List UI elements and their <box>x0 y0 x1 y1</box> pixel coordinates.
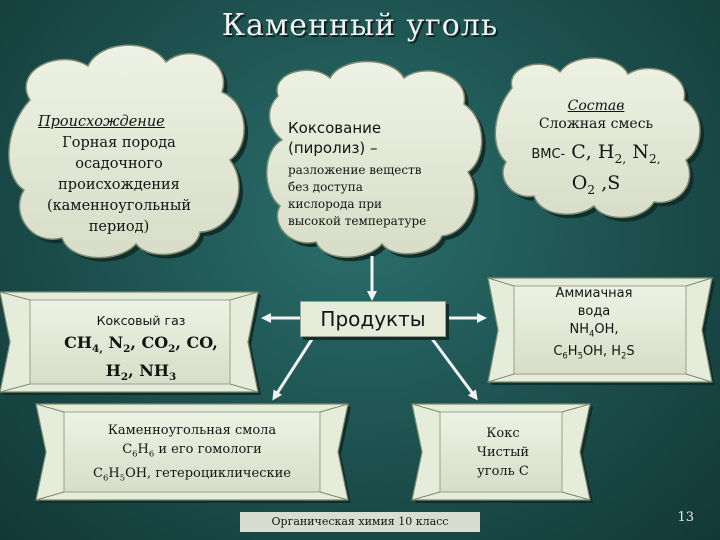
tar-l3a-sub: 6 <box>102 472 109 483</box>
water-f2-rest-sub: 2 <box>621 350 627 361</box>
water-f2b: H <box>567 343 578 359</box>
water-line-1: Аммиачная <box>555 286 633 301</box>
tar-l2a: C <box>122 442 133 457</box>
tar-l2b: H <box>137 442 149 457</box>
coke-gas-scroll <box>0 291 261 395</box>
products-label: Продукты <box>300 301 446 337</box>
water-formula-1: NH4OH, <box>522 321 666 343</box>
formula-main-sub: 2, <box>614 151 627 166</box>
coking-cloud <box>266 60 486 262</box>
gas-f1: CH <box>64 333 93 352</box>
tar-line-2: C6H6 и его гомологи <box>70 440 314 464</box>
slide-title: Каменный уголь <box>221 8 499 43</box>
composition-text: Состав Сложная смесь ВМС- С, Н2, N2, О2 … <box>508 98 684 202</box>
formula-o: О <box>571 171 588 194</box>
gas-f3-sub: 2 <box>168 343 176 356</box>
coking-line-2: (пиролиз) – <box>288 139 378 157</box>
arrow-to-coke <box>428 335 478 401</box>
water-f1-sub: 4 <box>588 328 595 339</box>
water-f2-sub: 6 <box>562 350 568 361</box>
coking-text: Коксование (пиролиз) – разложение вещест… <box>288 118 468 230</box>
tar-l3b: H <box>108 465 120 481</box>
tar-l3b-sub: 5 <box>119 472 126 483</box>
formula-main: С, Н <box>571 141 615 163</box>
arrow-to-coal-tar <box>272 335 316 401</box>
composition-heading: Состав <box>567 98 625 114</box>
coking-description: разложение веществ без доступа кислорода… <box>288 162 468 230</box>
water-f2-rest: OH, H <box>582 343 622 359</box>
composition-formula: ВМС- С, Н2, N2, О2 ,S <box>508 140 684 202</box>
coking-line-1: Коксование <box>288 119 382 137</box>
tar-l2a-sub: 6 <box>132 448 138 459</box>
origin-line-4: (каменноугольный <box>46 198 192 214</box>
origin-line-3: происхождения <box>58 177 180 193</box>
coal-tar-scroll <box>35 403 351 503</box>
coking-desc-line-2: без доступа <box>288 180 363 194</box>
formula-s: ,S <box>595 171 621 194</box>
coking-desc-line-4: высокой температуре <box>288 214 427 228</box>
coke-text: Кокс Чистый уголь С <box>450 424 556 481</box>
ammonia-water-text: Аммиачная вода NH4OH, C6H5OH, H2S <box>522 285 666 364</box>
ammonia-water-scroll <box>487 277 715 385</box>
coke-line-1: Кокс <box>486 426 520 441</box>
coke-gas-title: Коксовый газ <box>96 313 186 328</box>
coal-tar-text: Каменноугольная смола C6H6 и его гомолог… <box>70 421 314 487</box>
gas-f6: , NH <box>128 361 169 381</box>
origin-cloud <box>8 44 249 262</box>
tar-l3c: OH, гетероциклические <box>125 465 291 481</box>
gas-f6-sub: 3 <box>169 371 177 384</box>
origin-text: Происхождение Горная порода осадочного п… <box>28 112 210 238</box>
composition-subtitle: Сложная смесь <box>538 116 654 132</box>
coking-desc-line-1: разложение веществ <box>288 163 422 177</box>
water-formula-2: C6H5OH, H2S <box>522 343 666 365</box>
gas-f2: N <box>102 333 124 352</box>
water-line-2: вода <box>577 304 611 319</box>
formula-n: N <box>626 141 649 163</box>
gas-f3: , CO <box>130 333 169 352</box>
footer-course: Органическая химия 10 класс <box>240 512 480 532</box>
gas-f5: H <box>105 361 121 381</box>
arrows <box>261 256 487 401</box>
coke-gas-text: Коксовый газ CH4, N2, CO2, CO, H2, NH3 <box>38 313 244 388</box>
water-f2: C <box>553 343 563 359</box>
water-f1-rest: OH, <box>594 322 619 337</box>
tar-line-1: Каменноугольная смола <box>107 423 277 438</box>
water-f2-end: S <box>626 343 635 359</box>
coke-line-3: уголь С <box>477 464 529 479</box>
coke-scroll <box>411 403 593 503</box>
origin-heading: Происхождение <box>38 114 165 130</box>
gas-f1-sub: 4, <box>92 343 103 356</box>
gas-f4: , CO, <box>175 333 218 352</box>
tar-line-3: C6H5OH, гетероциклические <box>70 464 314 488</box>
tar-l3a: C <box>93 465 103 481</box>
coke-gas-formula: CH4, N2, CO2, CO, H2, NH3 <box>38 332 244 388</box>
tar-l2c: и его гомологи <box>154 442 262 457</box>
formula-n-sub: 2, <box>648 151 661 166</box>
formula-o-sub: 2 <box>587 182 596 197</box>
composition-cloud <box>494 57 704 222</box>
water-f2b-sub: 5 <box>577 350 583 361</box>
origin-line-1: Горная порода <box>62 135 176 151</box>
gas-f2-sub: 2 <box>123 343 131 356</box>
gas-f5-sub: 2 <box>120 371 129 384</box>
formula-prefix: ВМС- <box>531 147 566 162</box>
tar-l2b-sub: 6 <box>148 448 155 459</box>
page-number: 13 <box>677 510 694 525</box>
coking-desc-line-3: кислорода при <box>288 197 383 211</box>
origin-line-5: период) <box>88 219 150 235</box>
water-f1: NH <box>569 322 589 337</box>
coke-line-2: Чистый <box>476 445 530 460</box>
origin-line-2: осадочного <box>75 156 163 172</box>
